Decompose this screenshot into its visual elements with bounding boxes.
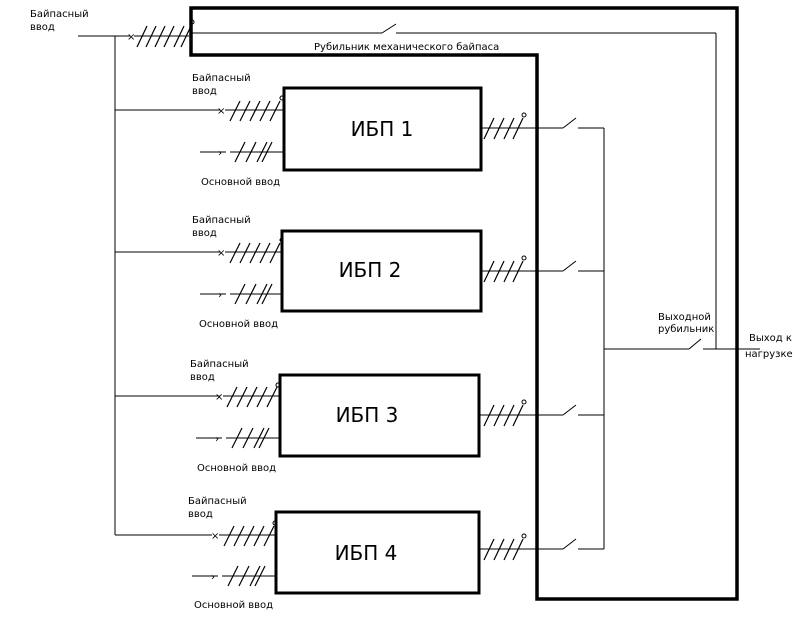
bypass-input-label-line1: Байпасный [30,9,89,20]
unit-bypass-label-line2: ввод [190,372,215,383]
cable-hatch-icon [231,427,270,449]
ups-title: ИБП 3 [336,403,399,427]
cable-hatch-icon [483,117,524,140]
ups-title: ИБП 1 [351,117,414,141]
output-switch-label-line2: рубильник [658,324,714,335]
unit-bypass-label-line1: Байпасный [188,496,247,507]
output-switch: Выходной рубильник [658,312,714,335]
breaker-cross-icon: × [127,32,135,43]
ups-box [278,373,481,458]
ups-unit-3: Байпасный ввод × › Основной ввод ИБП 3 [190,359,604,474]
ups-box [282,86,483,172]
main-input-arrow-icon: › [215,434,219,445]
unit-main-label: Основной ввод [199,319,278,330]
system-bypass-input: Байпасный ввод × [30,9,195,48]
main-input-arrow-icon: › [218,290,222,301]
cable-hatch-icon [483,260,524,283]
main-input-arrow-icon: › [218,148,222,159]
cable-hatch-icon [223,525,275,547]
breaker-cross-icon: × [211,531,219,542]
mechanical-bypass-label: Рубильник механического байпаса [314,42,499,53]
cable-hatch-icon [234,283,273,305]
ups-box [274,510,481,595]
unit-bypass-label-line1: Байпасный [192,215,251,226]
cable-hatch-icon [136,25,192,48]
cable-hatch-icon [234,141,273,163]
ups-unit-2: Байпасный ввод × › Основной ввод ИБП 2 [192,215,604,330]
unit-main-label: Основной ввод [201,177,280,188]
unit-bypass-label-line2: ввод [188,509,213,520]
ups-unit-1: Байпасный ввод × › Основной ввод ИБП 1 [192,73,604,188]
main-input-arrow-icon: › [211,572,215,583]
unit-bypass-label-line2: ввод [192,228,217,239]
unit-main-label: Основной ввод [197,463,276,474]
cable-hatch-icon [483,538,524,561]
bypass-frame [189,6,739,601]
cable-hatch-icon [229,100,281,122]
output-bus [603,128,760,549]
bypass-input-label-line2: ввод [30,22,55,33]
unit-bypass-label-line2: ввод [192,86,217,97]
cable-hatch-icon [227,565,266,587]
ups-title: ИБП 2 [339,258,402,282]
cable-hatch-icon [229,242,281,264]
load-output-label-line1: Выход к [749,333,792,344]
breaker-cross-icon: × [217,248,225,259]
cable-hatch-icon [483,404,524,427]
unit-bypass-label-line1: Байпасный [190,359,249,370]
cable-hatch-icon [226,386,278,408]
output-switch-label-line1: Выходной [658,312,711,323]
breaker-cross-icon: × [215,392,223,403]
bypass-bus [114,36,220,536]
unit-main-label: Основной ввод [194,600,273,611]
load-output-label-line2: нагрузке [745,349,793,360]
ups-unit-4: Байпасный ввод × › Основной ввод ИБП 4 [188,496,604,611]
breaker-cross-icon: × [217,106,225,117]
load-output: Выход к нагрузке [745,333,793,360]
unit-bypass-label-line1: Байпасный [192,73,251,84]
ups-title: ИБП 4 [335,541,398,565]
mechanical-bypass-switch: Рубильник механического байпаса [191,23,717,349]
